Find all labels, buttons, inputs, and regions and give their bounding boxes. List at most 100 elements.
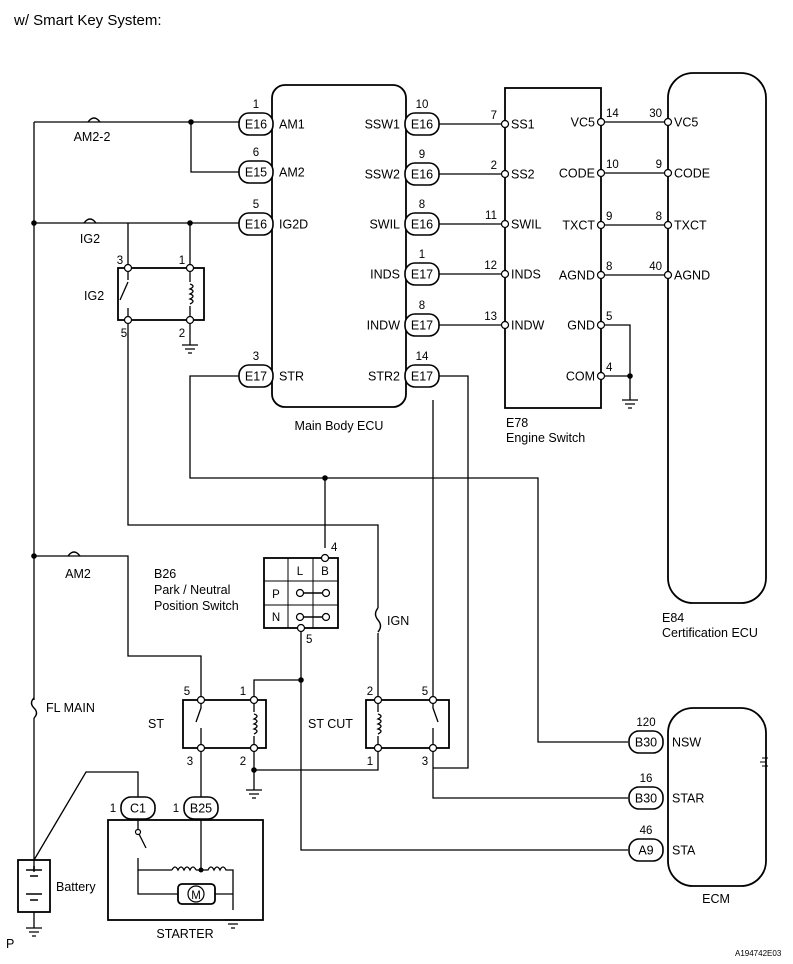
main-ecu-left-pin-number: 3 — [253, 351, 259, 363]
engine-switch-right-pin-label: COM — [566, 370, 595, 384]
svg-text:3: 3 — [422, 756, 428, 768]
engine-switch-right-pin-number: 5 — [606, 311, 612, 323]
svg-text:E78: E78 — [506, 416, 528, 430]
main-ecu-left-connector-label: E16 — [245, 118, 267, 132]
main-body-ecu: Main Body ECU — [271, 84, 407, 433]
fuse-fl-main: FL MAIN — [28, 697, 95, 719]
engine-switch-right-pin-label: TXCT — [562, 219, 595, 233]
svg-text:L: L — [297, 566, 304, 578]
engine-switch-right-pin-label: CODE — [559, 167, 595, 181]
main-ecu-right-connector-label: E16 — [411, 168, 433, 182]
cert-ecu-pin-dot — [663, 220, 673, 230]
svg-text:N: N — [272, 612, 280, 624]
main-ecu-right-connector-label: E16 — [411, 118, 433, 132]
engine-switch-right-pin-label: AGND — [559, 269, 595, 283]
main-ecu-right-connector-label: E16 — [411, 218, 433, 232]
ecm-pin-label: STA — [672, 844, 696, 858]
ground-symbols — [26, 344, 638, 937]
main-ecu-right-connector-label: E17 — [411, 370, 433, 384]
main-ecu-left-pin-label: IG2D — [279, 218, 308, 232]
figure-id: A194742E03 — [735, 949, 782, 958]
relay-st-cut-label: ST CUT — [308, 717, 353, 731]
main-ecu-right-connector: E16 — [404, 162, 440, 186]
svg-text:3: 3 — [187, 756, 193, 768]
main-ecu-right-pins: E1610SSW1E169SSW2E168SWILE171INDSE178IND… — [365, 99, 440, 388]
main-ecu-right-connector: E16 — [404, 212, 440, 236]
ecm-pin-number: 46 — [640, 825, 653, 837]
park-neutral-switch: L B P N 4 5 B26 Park / Neutral Position … — [154, 542, 339, 646]
main-ecu-right-connector: E17 — [404, 364, 440, 388]
svg-text:IG2: IG2 — [80, 232, 100, 246]
engine-switch-right-pin-label: VC5 — [571, 116, 595, 130]
main-ecu-right-pin-label: INDW — [367, 319, 401, 333]
page-marker: P — [6, 937, 14, 951]
svg-text:Park / Neutral: Park / Neutral — [154, 583, 230, 597]
main-ecu-left-connector: E16 — [238, 212, 274, 236]
svg-text:FL MAIN: FL MAIN — [46, 701, 95, 715]
engine-switch-left-pin-dot — [500, 119, 510, 129]
engine-switch-left-pin-dot — [500, 269, 510, 279]
starter-connector-label: B25 — [190, 802, 212, 816]
starter-connector-pin: 1 — [110, 803, 116, 815]
starter-connector: B25 — [183, 796, 219, 820]
svg-text:1: 1 — [240, 686, 246, 698]
main-ecu-left-connector-label: E16 — [245, 218, 267, 232]
engine-switch-left-pin-number: 13 — [484, 311, 497, 323]
main-ecu-right-pin-label: SSW1 — [365, 118, 400, 132]
engine-switch-right-pin-number: 10 — [606, 159, 619, 171]
cert-ecu-pin-label: TXCT — [674, 219, 707, 233]
engine-switch-right-pin-dot — [596, 320, 606, 330]
engine-switch-left-pin-label: SS1 — [511, 118, 535, 132]
main-ecu-right-connector: E17 — [404, 313, 440, 337]
engine-switch-left-pin-dot — [500, 169, 510, 179]
main-ecu-right-connector: E16 — [404, 112, 440, 136]
engine-switch-left-pin-label: INDS — [511, 268, 541, 282]
ecm-pin-label: NSW — [672, 736, 701, 750]
ecm-connector: A9 — [628, 838, 664, 862]
cert-ecu-pin-label: CODE — [674, 167, 710, 181]
engine-switch-right-pin-number: 8 — [606, 261, 612, 273]
main-ecu-right-pin-label: SSW2 — [365, 168, 400, 182]
engine-switch-left-pin-label: SWIL — [511, 218, 542, 232]
cert-ecu-pin-label: VC5 — [674, 116, 698, 130]
relay-ig2: 3 1 5 2 IG2 — [84, 255, 205, 340]
starter-name: STARTER — [156, 927, 213, 941]
engine-switch-left-pin-number: 7 — [491, 110, 497, 122]
fuse-am2-2: AM2-2 — [74, 117, 110, 144]
engine-switch-right-pin-number: 4 — [606, 362, 613, 374]
ecm-connector: B30 — [628, 786, 664, 810]
main-ecu-left-pin-number: 1 — [253, 99, 259, 111]
motor-symbol: M — [191, 890, 201, 902]
relay-st: 5 1 3 2 ST — [148, 686, 267, 768]
engine-switch-right-pin-label: GND — [567, 319, 595, 333]
main-ecu-left-connector: E17 — [238, 364, 274, 388]
svg-text:2: 2 — [240, 756, 246, 768]
ecm-connector-label: B30 — [635, 736, 657, 750]
svg-text:Battery: Battery — [56, 880, 96, 894]
engine-switch-left-pin-number: 2 — [491, 160, 497, 172]
main-ecu-right-connector: E17 — [404, 262, 440, 286]
svg-text:5: 5 — [306, 634, 312, 646]
engine-switch-right-pin-dot — [596, 270, 606, 280]
svg-text:5: 5 — [121, 328, 127, 340]
cert-ecu-pin-number: 30 — [649, 108, 662, 120]
cert-ecu-pin-number: 8 — [656, 211, 662, 223]
engine-switch-left-pin-dot — [500, 219, 510, 229]
main-ecu-right-pin-number: 10 — [416, 99, 429, 111]
ecm-connector-label: A9 — [638, 844, 653, 858]
engine-switch: E78 Engine Switch — [504, 87, 602, 445]
svg-text:ECM: ECM — [702, 892, 730, 906]
fuse-ig2: IG2 — [80, 218, 100, 246]
main-ecu-name: Main Body ECU — [295, 419, 384, 433]
starter-connector-pin: 1 — [173, 803, 179, 815]
engine-switch-right-pin-dot — [596, 371, 606, 381]
engine-switch-left-pin-dot — [500, 320, 510, 330]
main-ecu-left-pin-label: AM1 — [279, 118, 305, 132]
main-ecu-right-pin-number: 1 — [419, 249, 425, 261]
